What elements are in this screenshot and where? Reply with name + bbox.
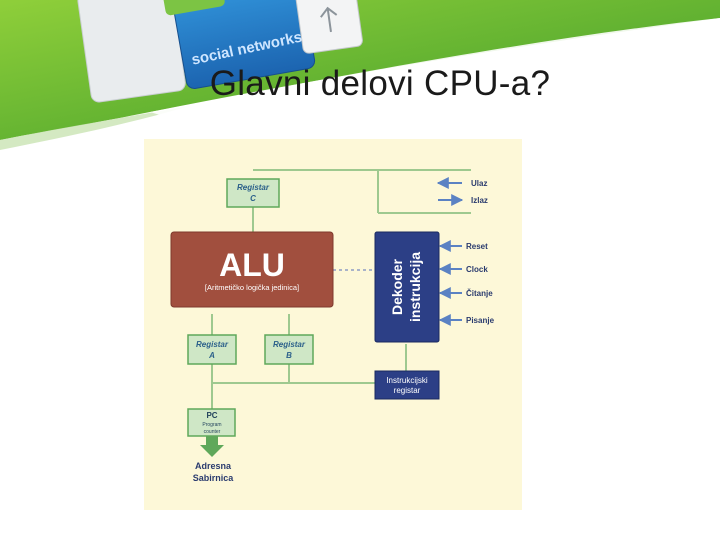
decoder-label-line2: instrukcija [407, 252, 423, 322]
pc-sub1: Program [202, 422, 221, 428]
control-arrows [438, 183, 462, 320]
alu-title: ALU [219, 247, 285, 283]
registar-b-letter: B [286, 351, 292, 360]
instruction-register-line2: registar [394, 386, 421, 395]
citanje-label: Čitanje [466, 289, 493, 298]
pc-sub2: counter [204, 429, 221, 435]
decoder-label-line1: Dekoder [389, 258, 405, 315]
registar-b-label: Registar [273, 340, 306, 349]
cpu-diagram: Registar C ALU [Aritmetičko logička jedi… [144, 139, 522, 510]
address-bus-line1: Adresna [195, 461, 232, 471]
registar-c-label: Registar [237, 183, 270, 192]
pisanje-label: Pisanje [466, 316, 495, 325]
pc-label: PC [206, 411, 217, 420]
izlaz-label: Izlaz [471, 196, 488, 205]
reset-label: Reset [466, 242, 488, 251]
address-bus-line2: Sabirnica [193, 473, 235, 483]
instruction-register-line1: Instrukcijski [386, 376, 428, 385]
slide-title: Glavni delovi CPU-a? [0, 64, 720, 104]
registar-a-label: Registar [196, 340, 229, 349]
alu-subtitle: [Aritmetičko logička jedinica] [205, 283, 299, 292]
ulaz-label: Ulaz [471, 179, 487, 188]
address-arrow [200, 436, 224, 457]
registar-a-letter: A [208, 351, 215, 360]
clock-label: Clock [466, 265, 488, 274]
registar-c-letter: C [250, 194, 256, 203]
